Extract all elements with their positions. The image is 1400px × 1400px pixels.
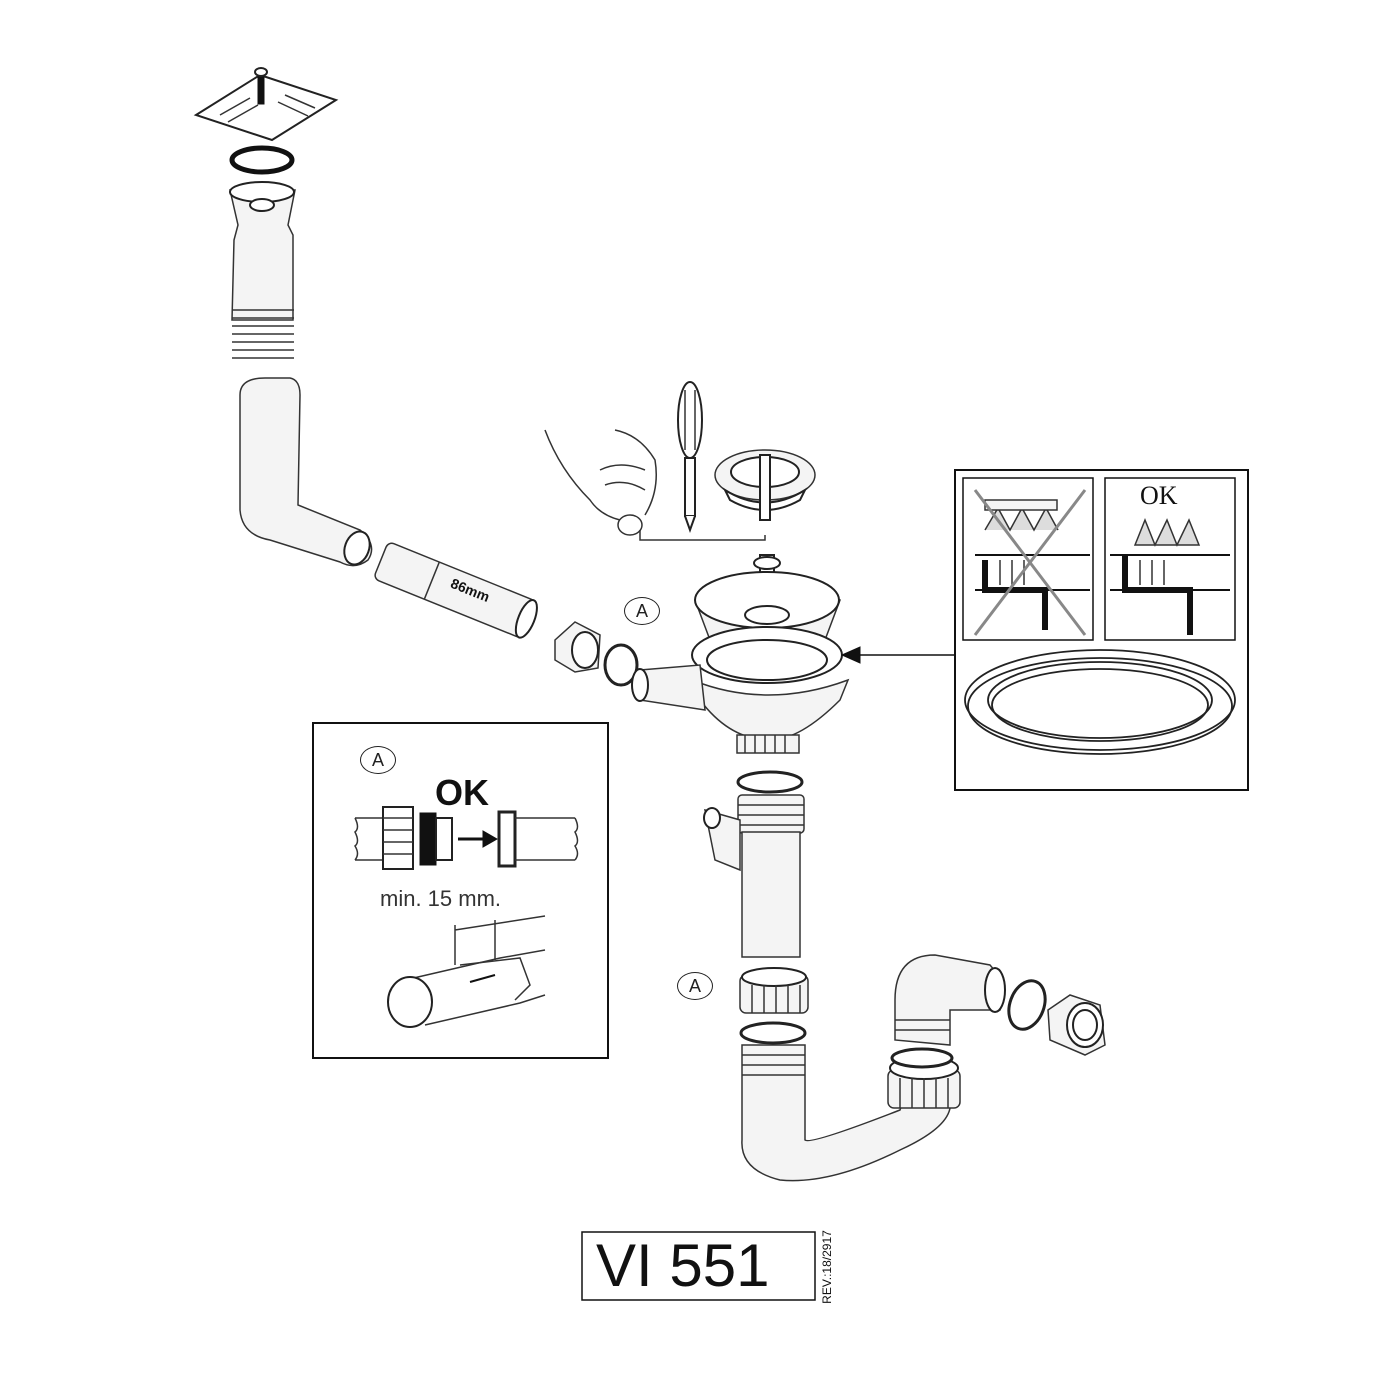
model-label-frame — [581, 1231, 816, 1301]
inset-a-ok-label: OK — [435, 772, 489, 813]
gasket-ring-drawing — [964, 649, 1236, 755]
standpipe-with-nozzle — [703, 770, 805, 958]
gasket-ok-label: OK — [1140, 481, 1178, 510]
model-label: VI 551 — [596, 1232, 770, 1299]
overflow-head — [229, 181, 296, 359]
overflow-elbow-pipe — [239, 377, 373, 567]
trap-u-bend — [739, 1021, 961, 1182]
connecting-tube — [374, 542, 538, 639]
outlet-ring — [1007, 979, 1047, 1031]
inset-a-frame — [312, 722, 609, 1059]
correct-gasket-drawing — [1110, 517, 1230, 635]
wrong-gasket-panel — [962, 477, 1094, 641]
inset-a-drawing — [354, 806, 579, 1028]
lower-slip-nut — [739, 967, 809, 1014]
sink-drain-body — [631, 554, 850, 754]
wrong-gasket-drawing — [973, 489, 1090, 636]
o-ring — [229, 145, 295, 175]
inset-a-marker: A — [360, 746, 396, 774]
slip-nut — [554, 621, 601, 673]
correct-gasket-panel — [1104, 477, 1236, 641]
sealing-ring — [603, 643, 639, 687]
outlet-nut — [1047, 994, 1106, 1056]
min-length-label: min. 15 mm. — [380, 886, 502, 911]
detail-marker-a-top: A — [624, 597, 660, 625]
mounting-plate — [193, 67, 339, 142]
revision-label: REV.:18/2917 — [820, 1230, 834, 1304]
detail-marker-a-lower: A — [677, 972, 713, 1000]
hand-illustration — [544, 429, 766, 541]
gasket-inset-frame — [954, 469, 1249, 791]
screwdriver-icon — [677, 381, 703, 533]
trap-elbow — [894, 954, 1006, 1046]
strainer-basket — [714, 449, 816, 521]
